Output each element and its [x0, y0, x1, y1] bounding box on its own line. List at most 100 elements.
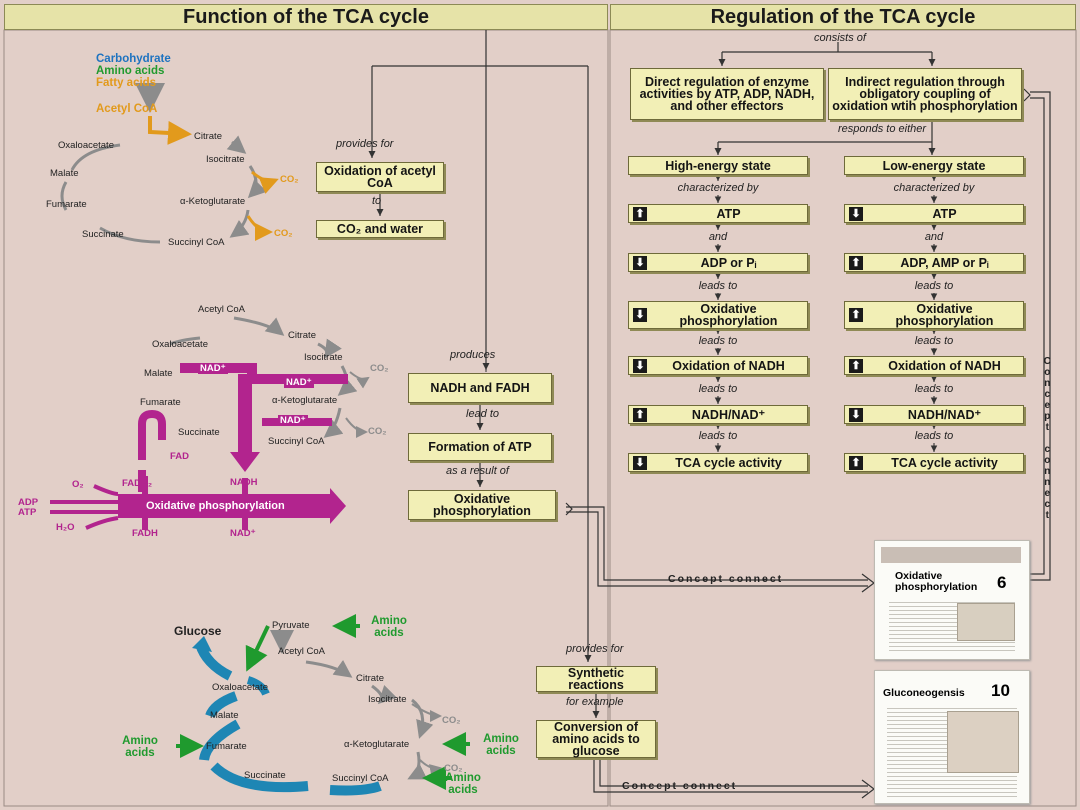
low-oxphos-text: Oxidative phosphorylation — [895, 302, 994, 328]
down-arrow-icon: ⬇ — [633, 255, 647, 270]
c2-oxaloacetate: Oxaloacetate — [152, 339, 208, 350]
up-arrow-icon: ⬆ — [633, 407, 647, 422]
c3-isocitrate: Isocitrate — [368, 694, 407, 705]
c2-h2o: H₂O — [56, 522, 75, 533]
c3-amino-acids-fumarate: Amino acids — [122, 735, 158, 759]
low-oxphos-box: ⬆ Oxidative phosphorylation — [844, 301, 1024, 329]
high-tca-box: ⬇TCA cycle activity — [628, 453, 808, 472]
fuel-acetyl-coa: Acetyl CoA — [96, 103, 158, 115]
c1-isocitrate: Isocitrate — [206, 154, 245, 165]
high-oxidation-nadh-box: ⬇Oxidation of NADH — [628, 356, 808, 375]
c2-nadh: NADH — [230, 477, 258, 488]
c1-co2-a: CO₂ — [280, 174, 299, 185]
high-leads-to-label: leads to — [698, 430, 738, 442]
high-ratio-text: NADH/NAD⁺ — [691, 407, 766, 422]
c3-co2-b: CO₂ — [444, 763, 463, 774]
c2-nad-isocitrate: NAD⁺ — [284, 377, 314, 388]
c3-akg: α-Ketoglutarate — [344, 739, 410, 750]
card1-figure — [957, 603, 1015, 641]
down-arrow-icon: ⬇ — [849, 206, 863, 221]
for-example-label: for example — [566, 696, 624, 708]
low-atp-box: ⬇ATP — [844, 204, 1024, 223]
c2-malate: Malate — [144, 368, 173, 379]
card1-banner — [881, 547, 1021, 563]
low-adp-text: ADP, AMP or Pᵢ — [900, 255, 989, 270]
low-tca-text: TCA cycle activity — [891, 455, 998, 470]
c3-succinyl-coa: Succinyl CoA — [332, 773, 389, 784]
high-leads-to-label: leads to — [698, 383, 738, 395]
high-atp-text: ATP — [716, 206, 741, 221]
low-characterized-by-label: characterized by — [893, 182, 975, 194]
up-arrow-icon: ⬆ — [849, 308, 863, 322]
concept-card-oxidative-phosphorylation[interactable]: Oxidative phosphorylation 6 — [874, 540, 1030, 660]
c2-fumarate: Fumarate — [140, 397, 181, 408]
oxphos-bar-label: Oxidative phosphorylation — [146, 500, 285, 512]
c2-nad-malate: NAD⁺ — [198, 363, 228, 374]
c2-fadh2: FADH₂ — [122, 478, 153, 489]
c2-co2-b: CO₂ — [368, 426, 387, 437]
synthetic-reactions-box: Synthetic reactions — [536, 666, 656, 692]
consists-of-label: consists of — [814, 32, 866, 44]
c3-co2-a: CO₂ — [442, 715, 461, 726]
c2-atp: ATP — [18, 507, 37, 518]
produces-label: produces — [450, 349, 496, 361]
concept-connect-vertical-text[interactable]: Concept connect — [1041, 356, 1053, 521]
high-oxphos-text: Oxidative phosphorylation — [679, 302, 778, 328]
oxidative-phosphorylation-box: Oxidative phosphorylation — [408, 490, 556, 520]
c3-malate: Malate — [210, 710, 239, 721]
card2-figure — [947, 711, 1019, 773]
high-leads-to-label: leads to — [698, 280, 738, 292]
provides-for-label-1: provides for — [336, 138, 394, 150]
fuel-fatty-acids: Fatty acids — [96, 77, 157, 89]
low-leads-to-label: leads to — [914, 430, 954, 442]
concept-connect-2[interactable]: Concept connect — [622, 780, 738, 792]
low-oxidation-nadh-box: ⬆ Oxidation of NADH — [844, 356, 1024, 375]
down-arrow-icon: ⬇ — [849, 407, 863, 422]
as-result-of-label: as a result of — [446, 465, 509, 477]
c2-akg: α-Ketoglutarate — [272, 395, 338, 406]
low-oxidation-nadh-text: Oxidation of NADH — [888, 358, 1001, 373]
low-ratio-box: ⬇NADH/NAD⁺ — [844, 405, 1024, 424]
c3-pyruvate: Pyruvate — [272, 620, 310, 631]
c2-o2: O₂ — [72, 479, 84, 490]
down-arrow-icon: ⬇ — [633, 455, 647, 470]
high-oxidation-nadh-text: Oxidation of NADH — [672, 358, 785, 373]
c2-nad-akg: NAD⁺ — [278, 415, 308, 426]
c1-co2-b: CO₂ — [274, 228, 293, 239]
c2-co2-a: CO₂ — [370, 363, 389, 374]
c3-amino-acids-succinyl: Amino acids — [445, 772, 481, 796]
high-and-label: and — [708, 231, 728, 243]
concept-connect-vertical[interactable]: Concept connect — [1041, 356, 1053, 525]
high-oxphos-box: ⬇ Oxidative phosphorylation — [628, 301, 808, 329]
high-atp-box: ⬆ ATP — [628, 204, 808, 223]
c3-succinate: Succinate — [244, 770, 286, 781]
c2-acetyl-coa: Acetyl CoA — [198, 304, 245, 315]
oxidation-acetyl-coa-box: Oxidation of acetyl CoA — [316, 162, 444, 192]
up-arrow-icon: ⬆ — [633, 206, 647, 221]
low-tca-box: ⬆TCA cycle activity — [844, 453, 1024, 472]
low-and-label: and — [924, 231, 944, 243]
formation-atp-box: Formation of ATP — [408, 433, 552, 461]
up-arrow-icon: ⬆ — [849, 358, 863, 373]
provides-for-label-2: provides for — [566, 643, 624, 655]
c1-malate: Malate — [50, 168, 79, 179]
c3-acetyl-coa: Acetyl CoA — [278, 646, 325, 657]
regulation-header: Regulation of the TCA cycle — [610, 4, 1076, 30]
c2-isocitrate: Isocitrate — [304, 352, 343, 363]
to-label: to — [372, 195, 382, 207]
card1-title: Oxidative phosphorylation — [895, 570, 978, 593]
concept-connect-1[interactable]: Concept connect — [668, 573, 784, 585]
high-characterized-by-label: characterized by — [677, 182, 759, 194]
high-energy-state-box: High-energy state — [628, 156, 808, 175]
c2-nad-out: NAD⁺ — [230, 528, 256, 539]
c3-glucose: Glucose — [174, 624, 222, 638]
c2-adp: ADP — [18, 497, 39, 508]
low-adp-box: ⬆ADP, AMP or Pᵢ — [844, 253, 1024, 272]
down-arrow-icon: ⬇ — [633, 308, 647, 322]
c1-succinate: Succinate — [82, 229, 124, 240]
c2-fadh: FADH — [132, 528, 158, 539]
concept-card-gluconeogenesis[interactable]: Gluconeogensis 10 — [874, 670, 1030, 804]
card2-title: Gluconeogensis — [883, 687, 965, 699]
c2-succinate: Succinate — [178, 427, 220, 438]
high-adp-box: ⬇ADP or Pᵢ — [628, 253, 808, 272]
